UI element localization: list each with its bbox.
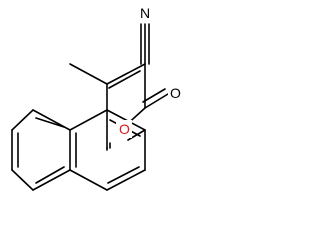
o-ring-atom-label: O [119,121,130,137]
n-atom-label: N [140,5,150,21]
ring-a-4-inner [107,166,140,184]
ring-b-1-inner [35,117,65,128]
ring-a-1 [69,109,108,131]
methyl-bond [69,63,108,85]
ring-b-2 [11,109,34,131]
ring-a-3 [69,169,108,191]
molecule-diagram: N O O [11,4,182,191]
c3-c2-inner-bond [108,70,141,89]
c3-c2-bond [106,63,146,85]
ring-b-4 [11,169,34,191]
o-carbonyl-bg [168,84,182,102]
carbonyl-bond [144,93,169,109]
o-carbonyl-atom-label: O [170,85,181,101]
ring-a-4 [106,169,146,191]
ring-b-5-inner [35,166,65,184]
carbonyl-inner-bond [142,88,166,103]
o-ring-bg [116,120,132,138]
c4a-oring-bond [127,129,146,141]
n-atom-bg [138,4,152,22]
ring-b-5 [32,169,71,191]
